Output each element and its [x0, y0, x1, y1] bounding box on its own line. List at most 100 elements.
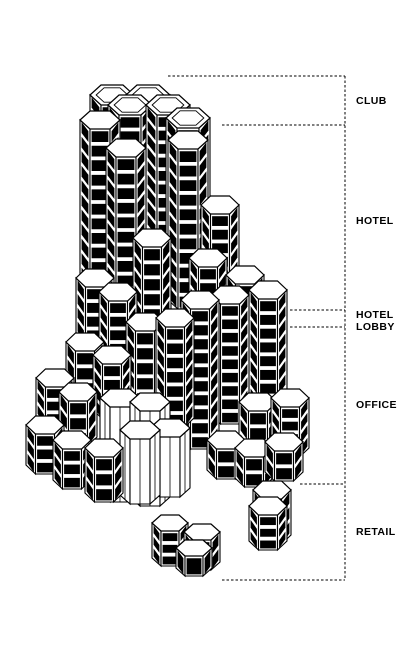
- window-band: [218, 451, 234, 463]
- window-band: [162, 533, 178, 542]
- window-band: [266, 459, 273, 480]
- hotel-label: HOTEL: [356, 215, 394, 227]
- window-band: [279, 319, 286, 339]
- window-band: [200, 269, 216, 280]
- window-band: [167, 357, 183, 369]
- window-band: [192, 367, 208, 378]
- window-band: [169, 214, 177, 235]
- window-band: [192, 325, 208, 336]
- hex-top-face: [79, 110, 121, 130]
- window-band: [147, 120, 156, 141]
- window-band: [279, 508, 286, 526]
- window-band: [211, 344, 218, 364]
- window-band: [134, 285, 141, 306]
- window-band: [163, 255, 170, 276]
- window-band: [64, 477, 80, 488]
- tower-massing: [25, 84, 310, 578]
- window-band: [27, 440, 34, 460]
- window-band: [162, 556, 178, 565]
- window-band: [222, 319, 238, 330]
- window-band: [192, 311, 208, 322]
- window-band: [123, 370, 130, 390]
- window-band: [115, 465, 122, 486]
- window-band: [169, 142, 177, 162]
- window-band: [222, 386, 238, 396]
- window-band: [81, 165, 89, 186]
- window-band: [202, 220, 209, 240]
- hex-top-face: [270, 388, 310, 408]
- window-band: [211, 358, 218, 378]
- window-band: [222, 359, 238, 370]
- window-band: [301, 412, 308, 431]
- window-band: [86, 480, 93, 501]
- window-band: [110, 303, 126, 313]
- window-band: [77, 293, 84, 313]
- window-band: [147, 107, 156, 127]
- window-band: [179, 209, 197, 221]
- window-band: [60, 409, 67, 430]
- window-band: [144, 249, 160, 261]
- window-band: [117, 217, 135, 229]
- window-band: [120, 117, 140, 128]
- window-band: [260, 301, 276, 312]
- window-band: [81, 151, 89, 172]
- window-band: [147, 201, 156, 222]
- window-band: [27, 427, 34, 446]
- window-band: [137, 208, 145, 229]
- window-band: [266, 444, 273, 465]
- window-band: [279, 347, 286, 367]
- window-band: [250, 360, 257, 380]
- window-band: [117, 202, 135, 214]
- window-band: [250, 413, 266, 425]
- window-band: [137, 179, 145, 200]
- hex-top-face: [188, 248, 228, 268]
- window-band: [260, 383, 276, 394]
- hex-top-face: [35, 368, 75, 388]
- window-band: [107, 150, 115, 170]
- window-band: [86, 450, 93, 471]
- window-band: [222, 306, 238, 316]
- window-band: [241, 297, 248, 316]
- window-band: [236, 450, 243, 471]
- hex-top-face: [248, 280, 288, 300]
- window-band: [91, 203, 109, 215]
- window-band: [89, 394, 96, 415]
- office-front: [84, 438, 124, 504]
- window-band: [186, 348, 193, 369]
- window-band: [169, 171, 177, 192]
- window-band: [117, 159, 135, 170]
- window-band: [157, 334, 164, 354]
- hex-top-face: [129, 392, 171, 412]
- window-band: [212, 229, 228, 240]
- window-band: [169, 200, 177, 221]
- window-band: [115, 450, 122, 471]
- window-band: [246, 474, 262, 486]
- window-band: [77, 280, 84, 300]
- window-band: [117, 246, 135, 258]
- window-band: [104, 366, 120, 377]
- window-band: [81, 209, 89, 230]
- hex-top-face: [200, 195, 240, 215]
- window-band: [211, 302, 218, 322]
- roof-parapet: [171, 110, 205, 126]
- window-band: [81, 136, 89, 157]
- hex-top-face: [180, 290, 220, 310]
- window-band: [127, 324, 134, 345]
- office-block: [248, 280, 288, 411]
- window-band: [100, 307, 107, 327]
- window-band: [96, 474, 112, 486]
- window-band: [77, 368, 93, 380]
- window-band: [137, 348, 153, 360]
- window-band: [100, 321, 107, 341]
- window-band: [96, 489, 112, 501]
- window-band: [192, 437, 208, 448]
- window-band: [153, 548, 160, 565]
- window-band: [208, 442, 215, 463]
- window-band: [104, 379, 120, 390]
- window-band: [222, 346, 238, 356]
- window-band: [250, 374, 257, 394]
- window-band: [250, 292, 257, 312]
- window-band: [110, 316, 126, 327]
- window-band: [241, 363, 248, 383]
